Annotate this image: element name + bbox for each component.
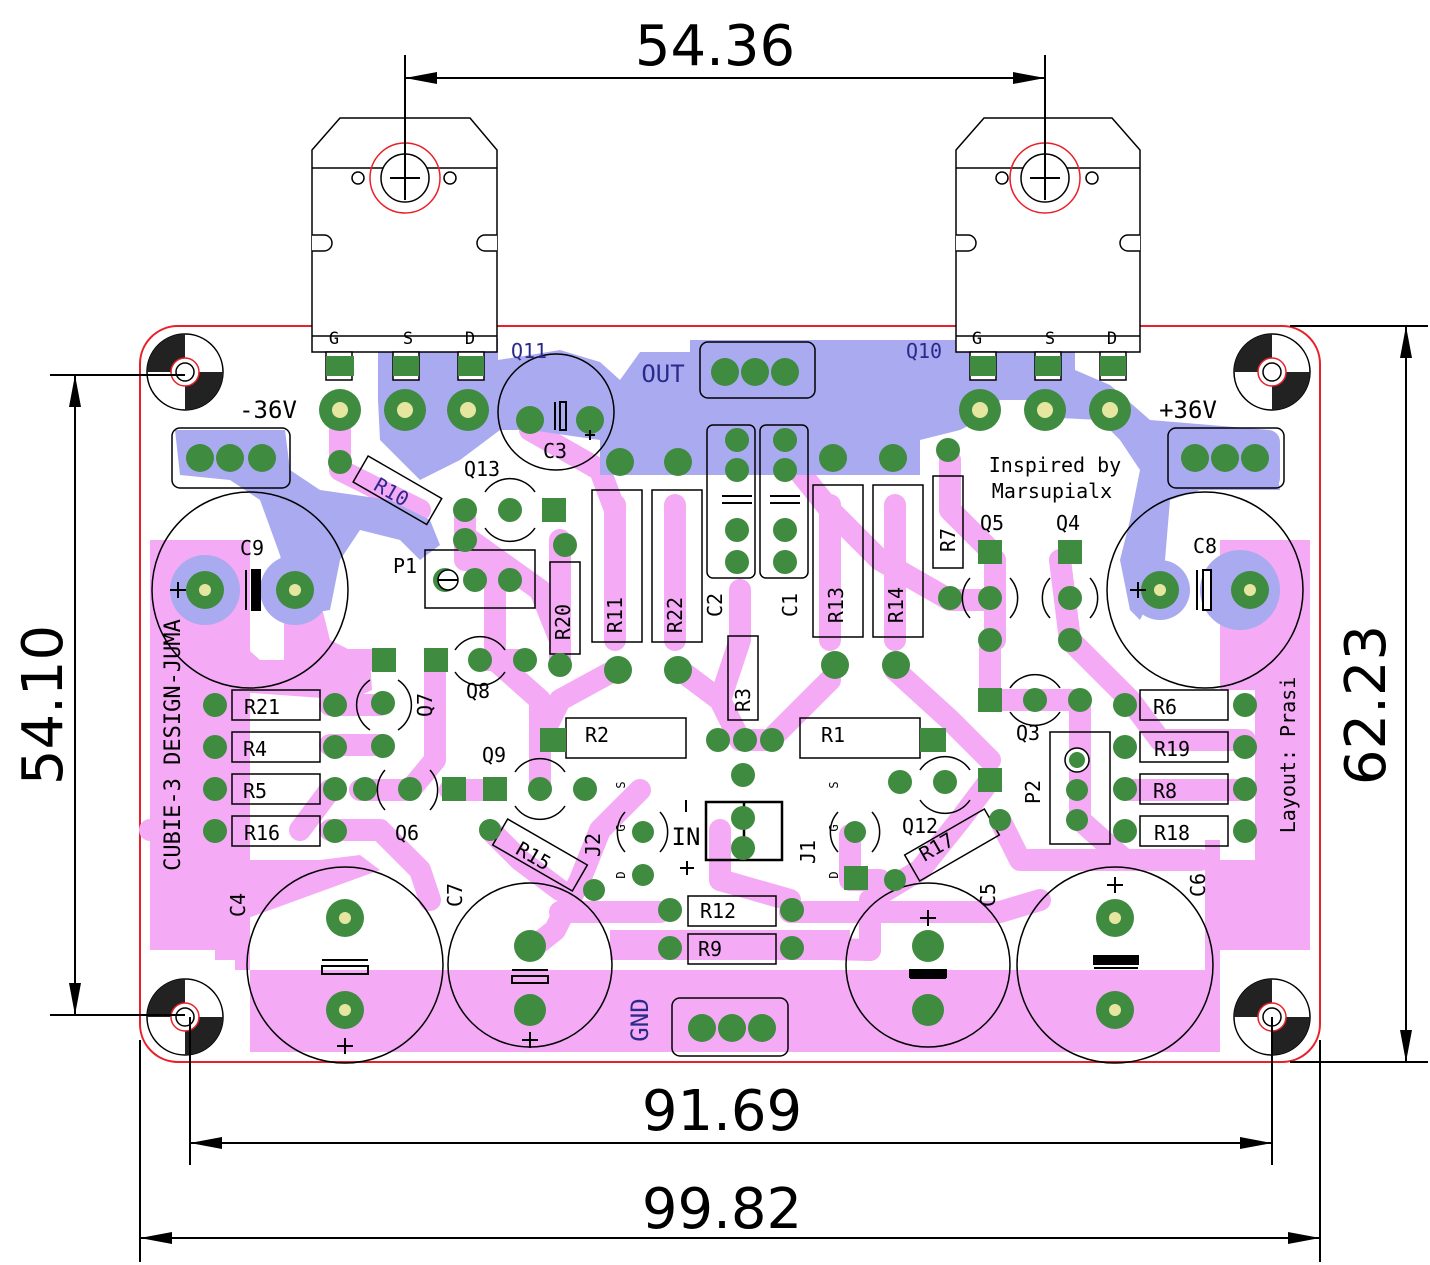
silk-labels: CUBIE-3 DESIGN-JUMA Layout: Prasi Inspir…: [161, 329, 1300, 1042]
dimension-lines: [50, 55, 1428, 1262]
j1-label: J1: [796, 840, 820, 864]
r14-label: R14: [884, 587, 908, 623]
j1-pin-g: G: [827, 824, 841, 831]
j1-pin-d: D: [827, 871, 841, 878]
polarity-marks: [170, 430, 1146, 1054]
j2-pin-s: S: [614, 781, 628, 788]
in-label: IN: [672, 823, 701, 851]
q8-label: Q8: [466, 679, 490, 703]
r3-label: R3: [731, 688, 755, 712]
q12-label: Q12: [902, 814, 938, 838]
r21-label: R21: [244, 695, 280, 719]
dim-right-height: 62.23: [1334, 625, 1399, 785]
r6-label: R6: [1153, 695, 1177, 719]
q13-label: Q13: [464, 457, 500, 481]
q4-label: Q4: [1056, 511, 1080, 535]
q11-pin-s: S: [403, 329, 413, 349]
r22-label: R22: [663, 597, 687, 633]
c1-label: C1: [778, 593, 802, 617]
p2-trimmer: [437, 569, 1090, 773]
dim-left-height: 54.10: [11, 625, 76, 785]
dimension-labels: 54.36 54.10 62.23 91.69 99.82: [11, 14, 1399, 1242]
r19-label: R19: [1154, 737, 1190, 761]
r16-label: R16: [244, 821, 280, 845]
c7-label: C7: [443, 883, 467, 907]
r13-label: R13: [824, 587, 848, 623]
q3-label: Q3: [1016, 721, 1040, 745]
c8-label: C8: [1193, 534, 1217, 558]
j2-pin-d: D: [614, 871, 628, 878]
q11-pin-d: D: [465, 329, 475, 349]
c3-label: C3: [543, 439, 567, 463]
j1-pin-s: S: [827, 781, 841, 788]
q10-pin-d: D: [1107, 329, 1117, 349]
c9-label: C9: [240, 536, 264, 560]
credit-line-1: Inspired by: [989, 453, 1121, 477]
c6-label: C6: [1186, 873, 1210, 897]
c4-label: C4: [226, 893, 250, 917]
r2-label: R2: [585, 723, 609, 747]
c5-label: C5: [976, 883, 1000, 907]
r5-label: R5: [243, 779, 267, 803]
board-title: CUBIE-3 DESIGN-JUMA: [161, 619, 186, 871]
pads-square: [326, 356, 1126, 890]
r12-label: R12: [700, 899, 736, 923]
capacitor-symbols: [245, 401, 1212, 984]
out-label: OUT: [641, 360, 684, 388]
q11-pin-g: G: [329, 329, 339, 349]
r8-label: R8: [1153, 779, 1177, 803]
p2-label: P2: [1021, 780, 1045, 804]
dim-bottom-outer-width: 99.82: [642, 1177, 802, 1242]
q10-pin-g: G: [972, 329, 982, 349]
transistor-outlines: [355, 477, 1099, 853]
j2-label: J2: [581, 833, 605, 857]
pad-holes: [199, 402, 1256, 1016]
q10-pin-s: S: [1045, 329, 1055, 349]
q11-label: Q11: [511, 339, 547, 363]
q5-label: Q5: [980, 511, 1004, 535]
mounting-hole-tl: [146, 333, 224, 411]
p1-label: P1: [393, 554, 417, 578]
r18-label: R18: [1154, 821, 1190, 845]
mounting-hole-bl: [146, 978, 224, 1056]
q6-label: Q6: [395, 821, 419, 845]
credit-line-2: Marsupialx: [992, 479, 1112, 503]
q9-label: Q9: [482, 743, 506, 767]
r7-label: R7: [936, 528, 960, 552]
gnd-label: GND: [626, 998, 654, 1041]
r9-label: R9: [698, 937, 722, 961]
silkscreen-outlines: [151, 341, 1304, 1064]
dim-top-width: 54.36: [635, 14, 795, 79]
q10-label: Q10: [906, 339, 942, 363]
neg-supply-label: -36V: [239, 396, 297, 424]
r20-label: R20: [551, 604, 575, 640]
mounting-hole-tr: [1233, 333, 1311, 411]
r1-label: R1: [821, 723, 845, 747]
pos-supply-label: +36V: [1159, 396, 1217, 424]
r11-label: R11: [603, 597, 627, 633]
layout-credit: Layout: Prasi: [1276, 677, 1300, 834]
r4-label: R4: [243, 737, 267, 761]
j2-pin-g: G: [614, 824, 628, 831]
q7-label: Q7: [413, 693, 437, 717]
c2-label: C2: [703, 593, 727, 617]
dim-bottom-inner-width: 91.69: [642, 1079, 802, 1144]
